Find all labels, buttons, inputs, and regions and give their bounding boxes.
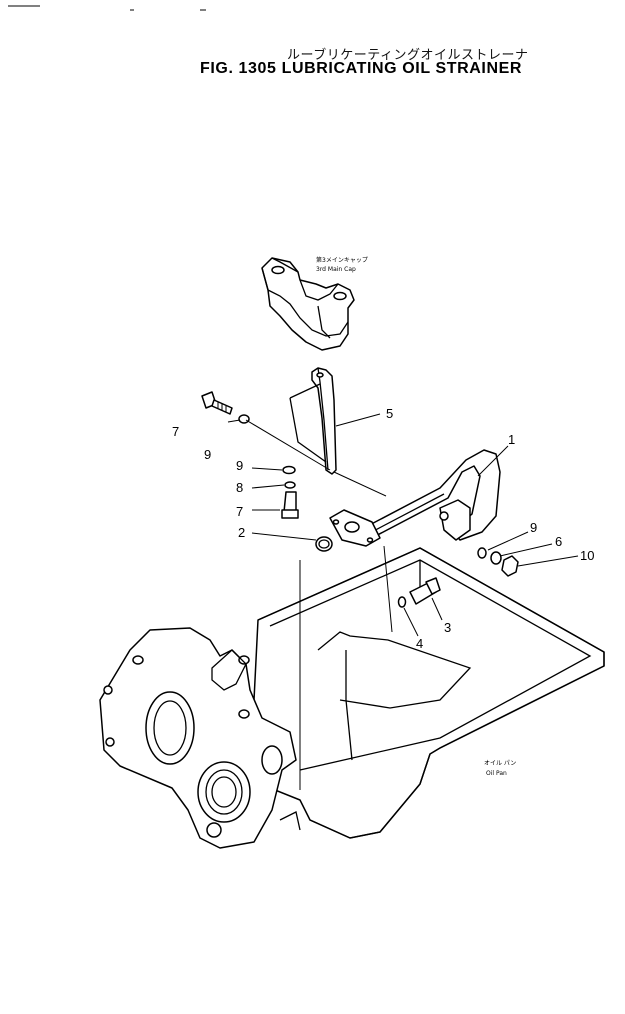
callout-7: 7 xyxy=(236,504,243,519)
scan-marks xyxy=(8,5,206,11)
callout-10: 10 xyxy=(580,548,594,563)
engine-case-part xyxy=(99,627,301,849)
callout-7: 7 xyxy=(172,424,179,439)
main-cap-part xyxy=(261,257,355,351)
oil-pan-note: Oil Pan xyxy=(486,770,507,777)
figure-title-japanese: ルーブリケーティングオイルストレーナ xyxy=(287,48,529,63)
callout-8: 8 xyxy=(236,480,243,495)
callout-9: 9 xyxy=(236,458,243,473)
strainer-tube-part xyxy=(329,449,501,547)
callout-2: 2 xyxy=(238,525,245,540)
callout-6: 6 xyxy=(555,534,562,549)
callout-4: 4 xyxy=(416,636,423,651)
main-cap-note: 3rd Main Cap xyxy=(316,266,356,273)
callout-5: 5 xyxy=(386,406,393,421)
callout-9: 9 xyxy=(530,520,537,535)
callout-1: 1 xyxy=(508,432,515,447)
bracket-part xyxy=(289,367,337,475)
figure-title: FIG. 1305 LUBRICATING OIL STRAINER xyxy=(200,60,523,77)
oil-pan-note-japanese: オイル パン xyxy=(484,760,516,767)
oil-pan-part xyxy=(249,547,605,839)
main-cap-note-japanese: 第3メインキャップ xyxy=(316,256,368,264)
callout-3: 3 xyxy=(444,620,451,635)
fastener-parts xyxy=(201,391,519,608)
callout-9: 9 xyxy=(204,447,211,462)
leader-lines xyxy=(227,413,579,790)
